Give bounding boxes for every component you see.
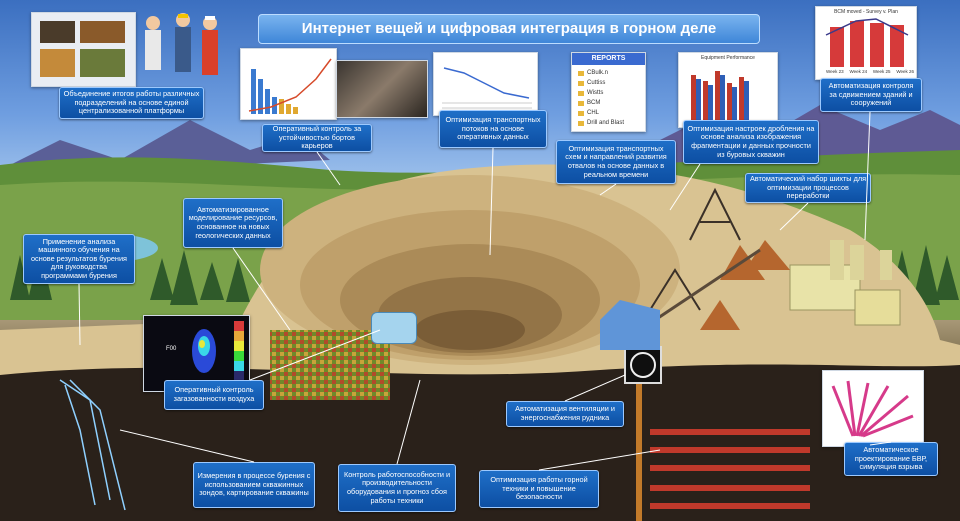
label-buildings: Автоматизация контроля за сдвижением зда… bbox=[820, 78, 922, 112]
folder-icon bbox=[578, 80, 584, 86]
label-transport: Оптимизация транспортных потоков на осно… bbox=[439, 110, 547, 148]
rock-photo bbox=[336, 60, 428, 118]
folder-icon bbox=[578, 120, 584, 126]
equipment-chart bbox=[691, 71, 749, 120]
bcm-chart bbox=[825, 18, 909, 67]
bcm-week-labels: Week 23 Week 24 Week 25 Week 26 bbox=[826, 69, 914, 74]
bcm-chart-title: BCM moved - Survey v. Plan bbox=[834, 9, 898, 15]
folder-icon bbox=[578, 90, 584, 96]
reports-item-label: Cuttiss bbox=[587, 80, 606, 86]
bcm-week-label: Week 24 bbox=[849, 69, 868, 74]
reports-item-label: CHL bbox=[587, 110, 600, 116]
heatmap-label: F00 bbox=[166, 346, 177, 352]
label-dumps: Оптимизация транспортных схем и направле… bbox=[556, 140, 676, 184]
dashboard-thumbnail bbox=[31, 12, 136, 87]
folder-icon bbox=[578, 70, 584, 76]
label-slope-control: Оперативный контроль за устойчивостью бо… bbox=[262, 124, 372, 152]
transport-chart bbox=[442, 67, 532, 109]
blast-fan-diagram bbox=[831, 380, 914, 438]
slope-chart bbox=[248, 58, 332, 114]
air-heatmap bbox=[192, 321, 244, 385]
reports-item: Wistts bbox=[578, 88, 643, 98]
reports-header: REPORTS bbox=[572, 53, 645, 65]
crusher-building bbox=[600, 300, 660, 350]
transport-table-panel bbox=[433, 52, 538, 116]
label-shaft: Автоматический набор шихты для оптимизац… bbox=[745, 173, 871, 203]
reports-item: CHL bbox=[578, 108, 643, 118]
label-resource-modeling: Автоматизированное моделирование ресурсо… bbox=[183, 198, 283, 248]
reports-item-label: BCM bbox=[587, 100, 601, 106]
reports-item-label: Drill and Blast bbox=[587, 120, 625, 126]
equipment-chart-title: Equipment Performance bbox=[701, 55, 755, 61]
page-title: Интернет вещей и цифровая интеграция в г… bbox=[258, 14, 760, 44]
drone-icon bbox=[371, 312, 417, 344]
air-heatmap-panel: F00 bbox=[143, 315, 250, 392]
dashboard-tile-3 bbox=[40, 49, 75, 77]
reports-item: Drill and Blast bbox=[578, 118, 643, 128]
slope-chart-panel bbox=[240, 48, 337, 120]
reports-item-label: Wistts bbox=[587, 90, 604, 96]
borehole-probe bbox=[59, 379, 126, 511]
reports-item: Cuttiss bbox=[578, 78, 643, 88]
reports-item: CBulk.n bbox=[578, 68, 643, 78]
blast-design-panel bbox=[822, 370, 924, 447]
reports-item: BCM bbox=[578, 98, 643, 108]
label-crushing: Оптимизация настроек дробления на основе… bbox=[683, 120, 819, 164]
label-drilling: Измерения в процессе бурения с использов… bbox=[193, 462, 315, 508]
underground-tunnels bbox=[650, 429, 810, 509]
label-platform: Объединение итогов работы различных подр… bbox=[59, 87, 204, 119]
dashboard-tile-4 bbox=[80, 49, 125, 77]
shaft-vertical bbox=[636, 380, 642, 521]
label-safety: Оптимизация работы горной техники и повы… bbox=[479, 470, 599, 508]
label-machine-learning: Применение анализа машинного обучения на… bbox=[23, 234, 135, 284]
dashboard-tile-1 bbox=[40, 21, 75, 43]
folder-icon bbox=[578, 100, 584, 106]
label-equipment: Контроль работоспособности и производите… bbox=[338, 464, 456, 512]
pit-bottom bbox=[415, 310, 525, 350]
bcm-week-label: Week 26 bbox=[896, 69, 914, 74]
label-air-control: Оперативный контроль загазованности возд… bbox=[164, 380, 264, 410]
bcm-week-label: Week 23 bbox=[826, 69, 844, 74]
dashboard-tile-2 bbox=[80, 21, 125, 43]
reports-item-label: CBulk.n bbox=[587, 70, 609, 76]
label-ventilation: Автоматизация вентиляции и энергоснабжен… bbox=[506, 401, 624, 427]
processing-plant bbox=[789, 240, 901, 326]
workers-illustration bbox=[145, 13, 218, 75]
folder-icon bbox=[578, 110, 584, 116]
bcm-week-label: Week 25 bbox=[872, 69, 891, 74]
label-blast-design: Автоматическое проектирование БВР, симул… bbox=[844, 442, 938, 476]
equipment-chart-panel: Equipment Performance bbox=[678, 52, 778, 128]
